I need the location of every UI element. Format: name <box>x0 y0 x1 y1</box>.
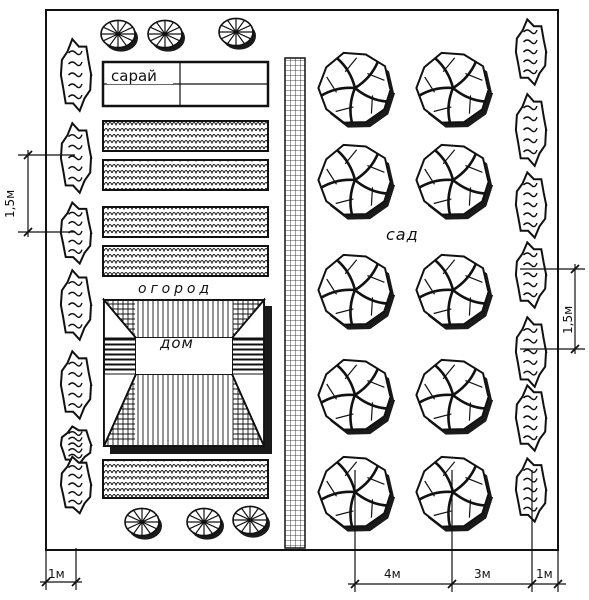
hedge-shrub <box>59 455 93 515</box>
hedge-shrub <box>59 425 93 465</box>
small-shrub <box>218 17 256 50</box>
small-shrub <box>186 507 224 540</box>
dim-bottom-right: 1м <box>536 567 553 581</box>
hedge-shrub <box>514 240 548 310</box>
vegetable-beds <box>102 120 269 499</box>
fruit-tree <box>415 253 494 330</box>
fruit-tree <box>317 455 396 532</box>
fruit-tree <box>317 358 396 435</box>
garden-bed <box>102 459 269 499</box>
dim-tree-to-hedge: 3м <box>474 567 491 581</box>
hedge-shrub <box>59 37 93 113</box>
hedge-shrub <box>514 456 548 524</box>
hedge-shrub <box>59 200 93 266</box>
fruit-tree <box>415 358 494 435</box>
fruit-tree <box>415 51 494 128</box>
garden-bed <box>102 206 269 238</box>
hedge-shrub <box>514 315 548 389</box>
garden-bed <box>102 245 269 277</box>
shed-label: сарай <box>111 67 157 85</box>
garden-path <box>284 57 306 549</box>
dim-bottom-left: 1м <box>48 567 65 581</box>
garden-bed <box>102 159 269 191</box>
garden-bed <box>102 120 269 152</box>
shed: сарай <box>101 60 270 108</box>
plot-border <box>45 9 559 551</box>
hedge-shrub <box>59 349 93 421</box>
dim-tree-spacing: 4м <box>384 567 401 581</box>
fruit-tree <box>415 455 494 532</box>
fruit-tree <box>317 253 396 330</box>
house: дом <box>102 297 272 454</box>
fruit-tree <box>317 51 396 128</box>
fruit-tree <box>317 143 396 220</box>
hedge-shrub <box>514 383 548 453</box>
small-shrub <box>100 19 138 52</box>
hedge-shrub <box>514 170 548 240</box>
garden-label: огород <box>138 281 210 297</box>
hedge-shrub <box>514 17 548 87</box>
hedge-shrub <box>59 268 93 342</box>
dim-right-spacing: 1,5м <box>561 306 575 334</box>
orchard-label: сад <box>386 225 419 244</box>
house-label: дом <box>159 334 194 352</box>
small-shrub <box>232 505 270 538</box>
hedge-shrub <box>514 92 548 168</box>
small-shrub <box>124 507 162 540</box>
small-shrub <box>147 19 185 52</box>
dim-left-spacing: 1,5м <box>3 190 17 218</box>
fruit-tree <box>415 143 494 220</box>
hedge-shrub <box>59 121 93 195</box>
